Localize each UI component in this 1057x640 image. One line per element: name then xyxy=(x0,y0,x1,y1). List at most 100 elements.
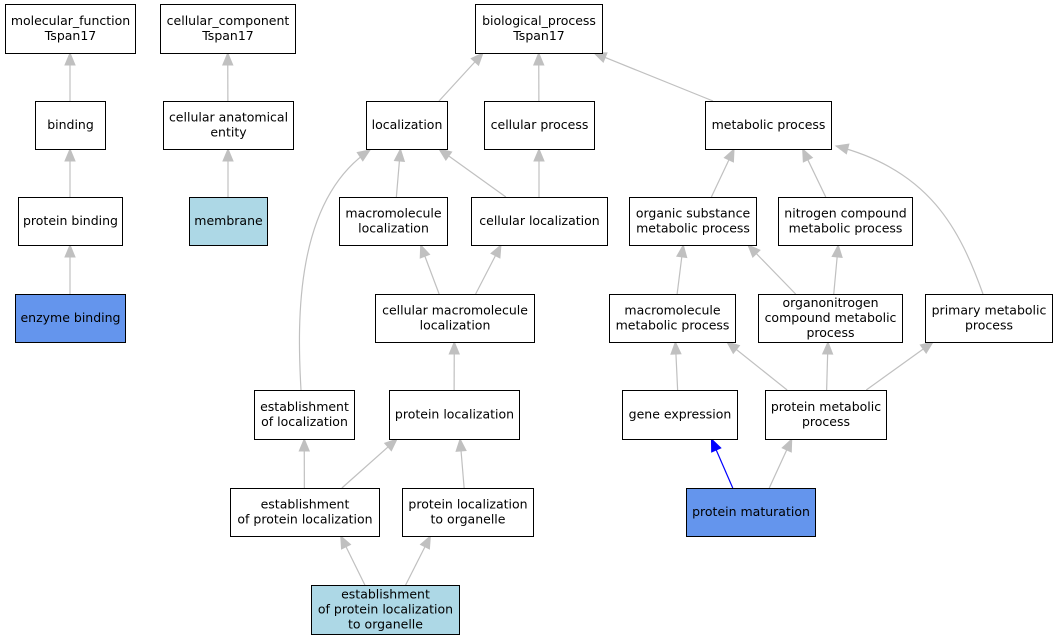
edge-arrowhead xyxy=(725,341,741,355)
node-label: to organelle xyxy=(348,617,423,632)
node-binding[interactable]: binding xyxy=(35,101,106,150)
node-box xyxy=(758,294,903,343)
edge-line xyxy=(865,348,924,391)
edge-arrowhead xyxy=(831,243,843,258)
node-label: protein localization xyxy=(395,407,514,422)
edge-cloc-to-loc xyxy=(437,148,507,198)
node-label: of localization xyxy=(261,414,348,429)
edge-pm-to-protmp xyxy=(768,437,793,489)
edge-cmloc-to-mloc xyxy=(419,243,440,295)
edge-arrowhead xyxy=(340,534,352,550)
node-label: protein maturation xyxy=(692,504,810,519)
node-label: Tspan17 xyxy=(512,28,565,43)
node-box xyxy=(5,4,136,54)
node-label: of protein localization xyxy=(318,602,453,617)
node-label: organic substance xyxy=(636,206,751,221)
edge-oncmp-to-ncmp xyxy=(831,243,843,295)
edge-line xyxy=(345,546,366,586)
edge-arrowhead xyxy=(747,244,761,258)
edge-line xyxy=(715,449,734,489)
node-cloc[interactable]: cellular localization xyxy=(471,197,608,246)
edge-arrowhead xyxy=(222,51,234,66)
node-box xyxy=(629,197,757,246)
node-box xyxy=(609,294,736,343)
edge-arrowhead xyxy=(356,149,372,162)
node-box xyxy=(366,101,448,150)
node-label: localization xyxy=(372,117,443,132)
node-loc[interactable]: localization xyxy=(366,101,448,150)
node-label: cellular_component xyxy=(167,13,290,28)
edge-cae-to-cc xyxy=(222,51,234,102)
edge-line xyxy=(448,155,507,198)
node-box xyxy=(475,4,603,54)
node-box xyxy=(705,101,832,150)
node-label: localization xyxy=(420,318,491,333)
node-label: primary metabolic xyxy=(932,303,1047,318)
edge-line xyxy=(835,145,984,295)
edge-arrowhead xyxy=(298,437,311,452)
edge-arrowhead xyxy=(448,340,460,355)
edge-pm-to-ge xyxy=(710,437,734,489)
node-mp[interactable]: metabolic process xyxy=(705,101,832,150)
edge-arrowhead xyxy=(64,243,76,258)
node-label: localization xyxy=(358,221,429,236)
node-box xyxy=(160,4,296,54)
edge-line xyxy=(395,160,401,198)
node-box xyxy=(375,294,535,343)
node-label: enzyme binding xyxy=(20,310,120,325)
edge-epl-to-eol xyxy=(298,437,311,489)
edge-cmloc-to-cloc xyxy=(475,243,502,295)
node-cp[interactable]: cellular process xyxy=(484,101,595,150)
node-box xyxy=(163,101,294,150)
edge-arrowhead xyxy=(533,51,545,66)
edge-arrowhead xyxy=(64,147,76,162)
node-label: metabolic process xyxy=(616,318,730,333)
edge-line xyxy=(341,446,389,489)
edge-eb-to-pb xyxy=(64,243,76,294)
node-pm[interactable]: protein maturation xyxy=(686,488,816,537)
edge-arrowhead xyxy=(919,341,935,354)
node-eb[interactable]: enzyme binding xyxy=(15,294,126,343)
edge-line xyxy=(710,159,730,198)
node-pb[interactable]: protein binding xyxy=(18,197,123,246)
edge-mloc-to-loc xyxy=(393,147,406,198)
node-box xyxy=(189,197,268,246)
node-ge[interactable]: gene expression xyxy=(622,390,738,440)
node-label: nitrogen compound xyxy=(784,206,906,221)
edge-arrowhead xyxy=(723,147,735,163)
edge-arrowhead xyxy=(470,52,484,67)
edge-line xyxy=(807,159,827,198)
edge-cp-to-bp xyxy=(533,51,545,102)
edge-binding-to-mf xyxy=(64,51,76,101)
edge-epl-to-ploc xyxy=(341,438,398,489)
edge-protmp-to-pmp xyxy=(865,341,935,391)
node-label: membrane xyxy=(194,213,263,228)
edge-plo-to-ploc xyxy=(455,437,467,489)
edge-arrowhead xyxy=(710,437,722,453)
node-label: cellular anatomical xyxy=(169,110,288,125)
node-ploc[interactable]: protein localization xyxy=(389,390,520,440)
node-label: macromolecule xyxy=(345,206,441,221)
node-label: gene expression xyxy=(629,407,732,422)
edge-line xyxy=(424,256,440,295)
node-mem[interactable]: membrane xyxy=(189,197,268,246)
edge-pb-to-binding xyxy=(64,147,76,197)
node-label: of protein localization xyxy=(237,512,372,527)
